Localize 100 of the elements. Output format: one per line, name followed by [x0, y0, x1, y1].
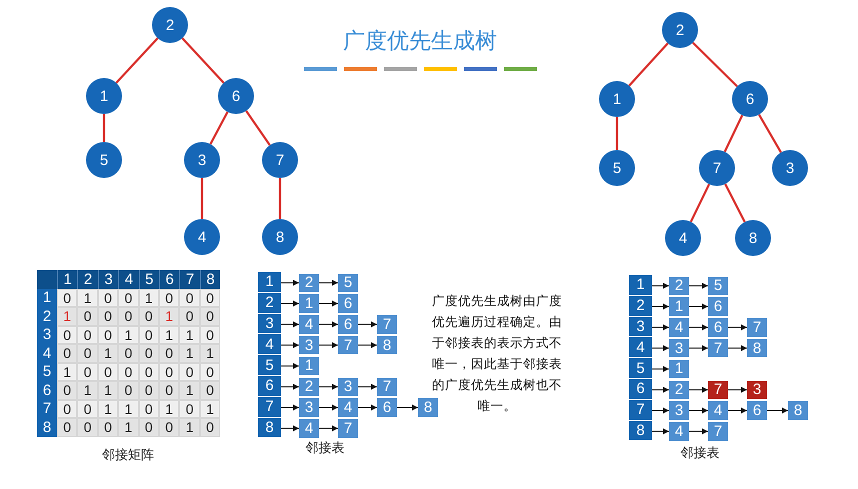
- tree-edge: [692, 42, 738, 88]
- vertex-cell: 3: [258, 314, 281, 334]
- arrow: [280, 300, 300, 307]
- header-cell: 7: [37, 400, 57, 418]
- list-cell: 3: [747, 380, 767, 399]
- list-cell: 5: [708, 276, 728, 295]
- header-cell: 6: [159, 270, 180, 288]
- table-cell: 0: [98, 326, 118, 344]
- arrow: [728, 324, 748, 330]
- table-cell: 0: [57, 344, 78, 362]
- list-cell: 2: [669, 276, 689, 295]
- tree-node: 7: [262, 142, 298, 178]
- list-cell: 3: [669, 338, 689, 358]
- vertex-cell: 7: [258, 396, 281, 418]
- table-cell: 0: [159, 344, 180, 362]
- arrow: [688, 324, 708, 330]
- list-cell: 1: [299, 356, 319, 376]
- arrow: [318, 384, 338, 390]
- header-cell: 3: [37, 326, 57, 344]
- arrow: [688, 345, 708, 352]
- header-cell: 4: [118, 270, 139, 288]
- tree-node: 4: [665, 220, 701, 256]
- table-cell: 0: [200, 362, 220, 381]
- list-cell: 7: [708, 422, 728, 441]
- table-cell: 0: [77, 400, 98, 418]
- arrow: [280, 404, 300, 411]
- table-cell: 0: [77, 326, 98, 344]
- list-cell: 7: [377, 315, 397, 334]
- table-cell: 1: [159, 307, 180, 326]
- table-cell: 1: [179, 381, 200, 400]
- table-cell: 0: [98, 288, 118, 307]
- table-cell: 0: [98, 307, 118, 326]
- table-cell: 0: [200, 418, 220, 436]
- table-cell: 0: [179, 362, 200, 381]
- vertex-cell: 5: [629, 358, 652, 379]
- table-cell: 0: [118, 288, 139, 307]
- table-cell: 1: [118, 418, 139, 436]
- list-cell: 7: [747, 318, 767, 337]
- tree-node: 3: [772, 150, 808, 186]
- table-cell: 1: [138, 288, 159, 307]
- table-cell: 0: [138, 418, 159, 436]
- table-cell: 0: [200, 326, 220, 344]
- table-cell: 0: [179, 307, 200, 326]
- table-cell: 0: [159, 381, 180, 400]
- arrow: [652, 345, 670, 352]
- list-cell: 4: [708, 401, 728, 420]
- list-cell: 3: [299, 336, 319, 354]
- arrow: [318, 280, 338, 286]
- arrow: [280, 362, 300, 369]
- header-cell: 8: [37, 418, 57, 436]
- list-cell: 2: [669, 380, 689, 399]
- list-cell: 4: [669, 318, 689, 337]
- table-cell: 1: [77, 288, 98, 307]
- arrow: [652, 408, 670, 414]
- table-cell: 1: [179, 326, 200, 344]
- vertex-cell: 2: [629, 296, 652, 317]
- table-cell: 1: [159, 326, 180, 344]
- header-cell: 6: [37, 381, 57, 400]
- arrow: [318, 425, 338, 432]
- table-cell: 0: [57, 381, 78, 400]
- arrow: [652, 428, 670, 434]
- vertex-cell: 8: [258, 418, 281, 438]
- table-cell: 0: [200, 307, 220, 326]
- arrow: [688, 386, 708, 393]
- table-cell: 1: [200, 344, 220, 362]
- arrow: [358, 404, 378, 411]
- vertex-cell: 8: [629, 420, 652, 442]
- table-cell: 0: [138, 362, 159, 381]
- list-cell: 7: [338, 419, 358, 438]
- list-cell: 6: [708, 297, 728, 316]
- arrow: [728, 408, 748, 414]
- vertex-cell: 4: [629, 337, 652, 358]
- table-cell: 1: [57, 362, 78, 381]
- list-cell: 5: [338, 274, 358, 292]
- table-cell: 1: [118, 326, 139, 344]
- list-cell: 6: [708, 318, 728, 337]
- list-cell: 7: [708, 380, 728, 399]
- table-cell: 1: [200, 400, 220, 418]
- tree-node: 1: [86, 78, 122, 114]
- header-cell: 5: [138, 270, 159, 288]
- list-cell: 8: [747, 338, 767, 358]
- table-cell: 0: [57, 326, 78, 344]
- arrow: [652, 386, 670, 393]
- arrow: [318, 404, 338, 411]
- arrow: [318, 321, 338, 328]
- tree-node: 1: [599, 81, 635, 117]
- table-cell: 0: [138, 381, 159, 400]
- table-cell: 0: [57, 418, 78, 436]
- arrow: [652, 304, 670, 310]
- table-cell: 0: [118, 381, 139, 400]
- table-cell: 0: [77, 418, 98, 436]
- table-cell: 0: [57, 400, 78, 418]
- tree-node: 6: [218, 78, 254, 114]
- list-cell: 4: [669, 422, 689, 441]
- arrow: [358, 342, 378, 348]
- table-cell: 0: [138, 307, 159, 326]
- vertex-cell: 4: [258, 334, 281, 356]
- header-cell: 4: [37, 344, 57, 362]
- list-cell: 8: [377, 336, 397, 354]
- list-cell: 8: [788, 401, 808, 420]
